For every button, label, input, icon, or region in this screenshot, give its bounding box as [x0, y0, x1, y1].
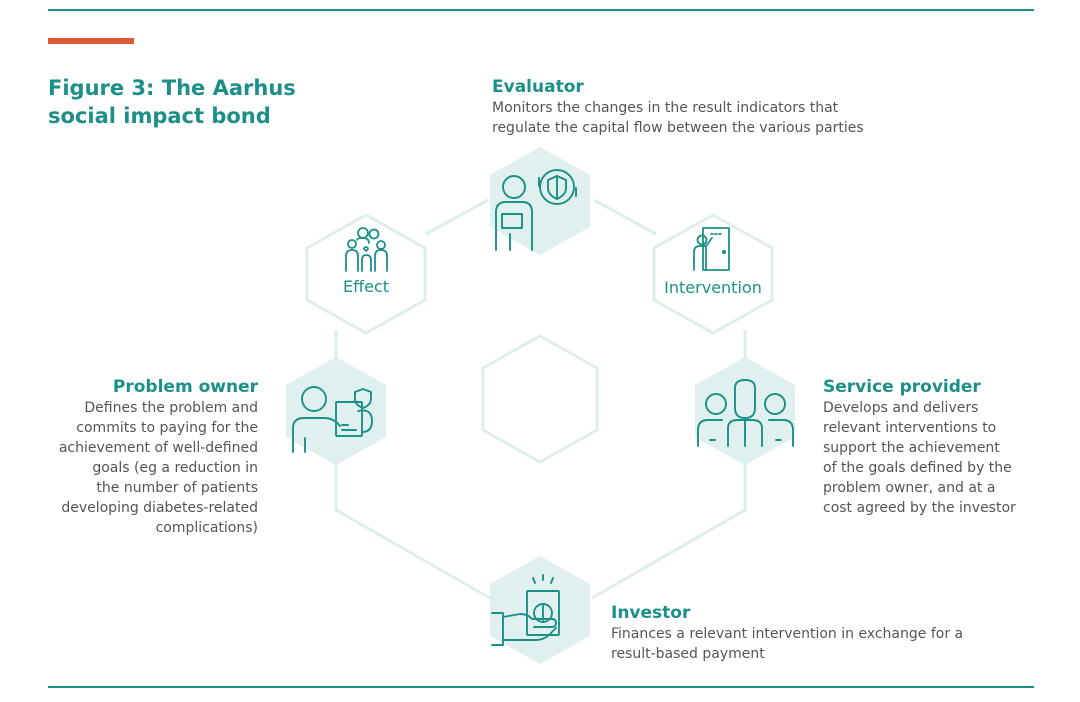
- problem-owner-node: [286, 357, 386, 465]
- person-document-shield-icon: [292, 386, 373, 453]
- problem-owner-title: Problem owner: [112, 377, 258, 397]
- investor-block: Investor Finances a relevant interventio…: [611, 602, 1011, 664]
- problem-owner-block: Problem owner Defines the problem and co…: [40, 376, 258, 538]
- service-provider-title: Service provider: [823, 377, 981, 397]
- team-icon: [697, 379, 794, 447]
- family-icon: [345, 227, 388, 272]
- evaluator-title: Evaluator: [492, 77, 584, 97]
- figure-title: Figure 3: The Aarhus social impact bond: [48, 76, 296, 128]
- service-provider-block: Service provider Develops and delivers r…: [823, 376, 1043, 518]
- hand-money-icon: [491, 574, 560, 646]
- intervention-label: Intervention: [664, 278, 762, 297]
- evaluator-block: Evaluator Monitors the changes in the re…: [492, 76, 912, 138]
- intervention-node: Intervention: [652, 213, 774, 335]
- door-person-icon: [693, 227, 730, 271]
- service-provider-node: [695, 357, 795, 465]
- center-hexagon: [481, 334, 599, 464]
- problem-owner-text: Defines the problem and commits to payin…: [58, 400, 258, 536]
- investor-title: Investor: [611, 603, 691, 623]
- investor-node: [490, 556, 590, 664]
- service-provider-text: Develops and delivers relevant intervent…: [823, 400, 1016, 516]
- effect-label: Effect: [343, 277, 389, 296]
- investor-text: Finances a relevant intervention in exch…: [611, 626, 964, 662]
- top-rule: [48, 9, 1034, 11]
- bottom-rule: [48, 686, 1034, 688]
- evaluator-node: [490, 147, 590, 255]
- evaluator-person-shield-icon: [495, 169, 577, 251]
- evaluator-text: Monitors the changes in the result indic…: [492, 100, 864, 136]
- effect-node: Effect: [305, 213, 427, 335]
- connector-lines: [334, 198, 747, 600]
- accent-bar: [48, 38, 134, 44]
